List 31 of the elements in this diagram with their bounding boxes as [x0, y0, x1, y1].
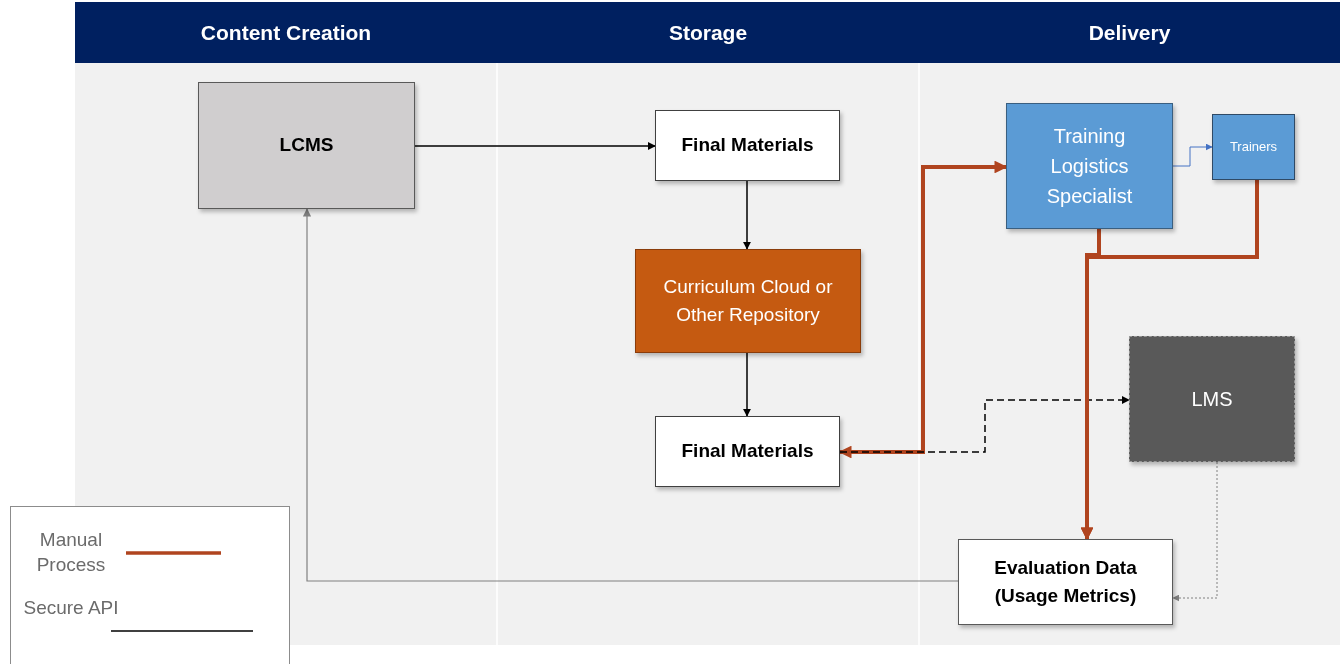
connector-arrow: [1172, 461, 1218, 602]
role-box: [1212, 114, 1295, 180]
node-label: Delivery: [1088, 19, 1171, 46]
process-box: [655, 110, 840, 181]
node-label: LCMS: [279, 133, 334, 158]
connector-arrow: [414, 141, 656, 151]
node-label: Evaluation Data (Usage Metrics): [993, 555, 1138, 608]
process-arrow: [838, 160, 1008, 459]
process-box: [655, 416, 840, 487]
node-label: Final Materials: [681, 439, 814, 464]
column-header: [75, 2, 497, 63]
node-label: Curriculum Cloud or Other Repository: [662, 274, 834, 327]
system-box: [1129, 336, 1295, 462]
process-box: [958, 539, 1173, 625]
node-label: Content Creation: [200, 19, 372, 46]
repository-box: [635, 249, 861, 353]
process-box: [198, 82, 415, 209]
node-label: Trainers: [1229, 138, 1278, 157]
role-box: [1006, 103, 1173, 229]
connector-arrow: [742, 352, 752, 417]
legend-label: Secure API: [22, 596, 120, 620]
connector-arrow: [839, 395, 1130, 453]
node-label: Storage: [668, 19, 748, 46]
connector-arrow: [742, 180, 752, 250]
node-label: LMS: [1191, 387, 1233, 412]
connector-arrow: [1172, 143, 1213, 167]
node-label: Training Logistics Specialist: [1045, 124, 1134, 209]
connector-arrow: [302, 208, 959, 582]
legend-label: Manual Process: [35, 528, 107, 577]
column-header: [919, 2, 1340, 63]
node-label: Final Materials: [681, 133, 814, 158]
